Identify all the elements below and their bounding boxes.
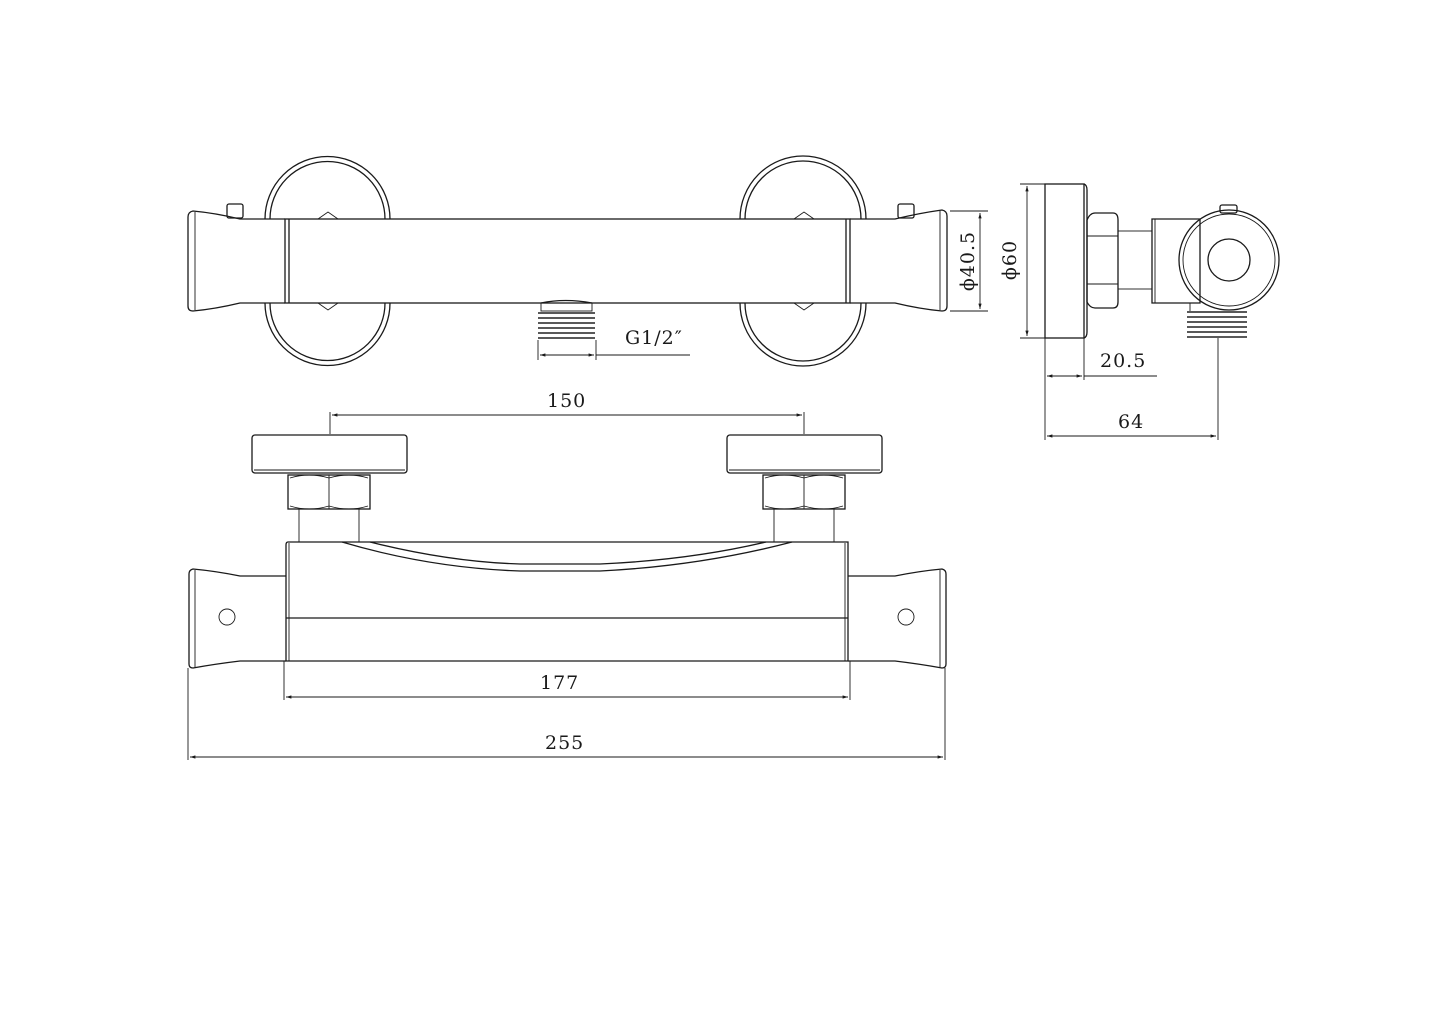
dim-end-diameter: ϕ40.5 xyxy=(957,230,979,292)
dim-outlet-thread: G1/2″ xyxy=(625,327,683,349)
dim-projection-depth: 64 xyxy=(1118,411,1145,433)
dim-body-length: 177 xyxy=(540,672,580,694)
dim-flange-diameter: ϕ60 xyxy=(999,239,1021,281)
dim-flange-depth: 20.5 xyxy=(1100,350,1147,372)
top-view xyxy=(187,155,988,367)
front-view xyxy=(187,412,947,760)
dim-overall-length: 255 xyxy=(545,732,585,754)
dim-centers: 150 xyxy=(547,390,587,412)
side-view xyxy=(1020,183,1280,440)
